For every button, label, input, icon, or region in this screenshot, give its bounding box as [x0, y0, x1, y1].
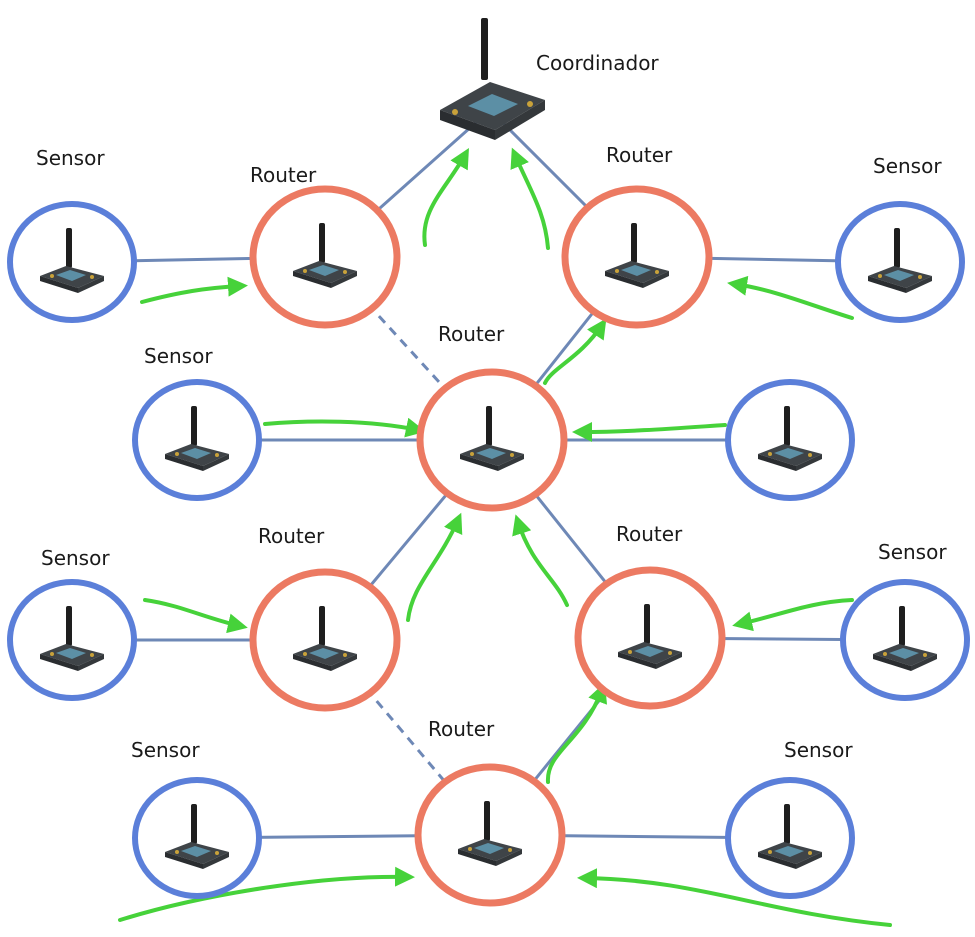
nodes-layer: [7, 18, 970, 907]
flow-arrow-s8-r6: [577, 868, 892, 927]
router-label-r4: Router: [258, 524, 325, 548]
sensor-label-s3: Sensor: [144, 344, 213, 368]
zigbee-board-icon: [873, 606, 937, 671]
antenna-icon: [191, 804, 197, 844]
coordinator-label: Coordinador: [536, 51, 659, 75]
flow-arrow-s2-r2: [727, 275, 854, 320]
antenna-icon: [644, 604, 650, 644]
sensor-node-s4: [725, 379, 855, 501]
flow-arrow-r6-r5: [545, 682, 608, 784]
router-node-r5: [574, 566, 726, 710]
flow-arrow-r3-r2: [543, 318, 607, 385]
router-ring: [561, 185, 713, 329]
coordinator-board-icon: [440, 18, 545, 140]
sensor-node-s1: [7, 201, 137, 323]
sensor-label-s5: Sensor: [41, 546, 110, 570]
antenna-icon: [486, 406, 492, 446]
data-flow-arrows: [118, 147, 892, 927]
flow-arrow-r2-coord: [510, 147, 550, 250]
router-ring: [574, 566, 726, 710]
sensor-ring: [835, 201, 965, 323]
router-label-r1: Router: [250, 163, 317, 187]
router-label-r2: Router: [606, 143, 673, 167]
zigbee-board-icon: [618, 604, 682, 669]
flow-arrow-s1-r1: [140, 276, 248, 304]
sensor-node-s6: [840, 579, 970, 701]
sensor-node-s8: [725, 777, 855, 899]
flow-arrow-s6-r5: [732, 598, 854, 632]
zigbee-board-icon: [758, 406, 822, 471]
antenna-icon: [784, 406, 790, 446]
sensor-node-s3: [132, 379, 262, 501]
antenna-icon: [484, 801, 490, 841]
router-node-r3: [416, 368, 568, 512]
flow-arrow-s7-r6: [118, 866, 415, 922]
antenna-icon: [784, 804, 790, 844]
zigbee-board-icon: [293, 223, 357, 288]
flow-arrow-s3-r3: [263, 417, 426, 438]
router-label-r3: Router: [438, 322, 505, 346]
zigbee-board-icon: [758, 804, 822, 869]
router-ring: [249, 568, 401, 712]
zigbee-board-icon: [40, 228, 104, 293]
antenna-icon: [66, 228, 72, 268]
zigbee-board-icon: [868, 228, 932, 293]
router-ring: [416, 368, 568, 512]
sensor-node-s5: [7, 579, 137, 701]
sensor-ring: [840, 579, 970, 701]
router-node-r6: [414, 763, 566, 907]
flow-arrow-r4-r3: [406, 512, 463, 622]
router-label-r6: Router: [428, 717, 495, 741]
sensor-ring: [132, 777, 262, 899]
router-ring: [249, 185, 401, 329]
antenna-icon: [66, 606, 72, 646]
sensor-node-s7: [132, 777, 262, 899]
sensor-label-s1: Sensor: [36, 146, 105, 170]
sensor-ring: [7, 201, 137, 323]
router-ring: [414, 763, 566, 907]
router-node-r4: [249, 568, 401, 712]
zigbee-board-icon: [460, 406, 524, 471]
router-label-r5: Router: [616, 522, 683, 546]
sensor-label-s8: Sensor: [784, 738, 853, 762]
sensor-label-s6: Sensor: [878, 540, 947, 564]
flow-arrow-s5-r4: [143, 598, 248, 634]
antenna-icon: [631, 223, 637, 263]
zigbee-board-icon: [165, 804, 229, 869]
sensor-node-s2: [835, 201, 965, 323]
zigbee-board-icon: [293, 606, 357, 671]
sensor-ring: [7, 579, 137, 701]
router-node-r1: [249, 185, 401, 329]
sensor-label-s2: Sensor: [873, 154, 942, 178]
antenna-icon: [319, 223, 325, 263]
sensor-label-s7: Sensor: [131, 738, 200, 762]
flow-arrow-r5-r3: [512, 514, 569, 607]
router-node-r2: [561, 185, 713, 329]
flow-arrow-r1-coord: [422, 148, 469, 247]
zigbee-board-icon: [40, 606, 104, 671]
coordinator-node: [440, 18, 545, 140]
antenna-icon: [899, 606, 905, 646]
flow-arrow-s4-r3: [572, 421, 727, 442]
zigbee-board-icon: [605, 223, 669, 288]
sensor-ring: [725, 777, 855, 899]
labels-layer: Coordinador Router Router Router Router …: [36, 51, 947, 762]
antenna-icon: [319, 606, 325, 646]
antenna-icon: [191, 406, 197, 446]
zigbee-board-icon: [165, 406, 229, 471]
antenna-icon: [894, 228, 900, 268]
sensor-ring: [132, 379, 262, 501]
sensor-ring: [725, 379, 855, 501]
zigbee-board-icon: [458, 801, 522, 866]
